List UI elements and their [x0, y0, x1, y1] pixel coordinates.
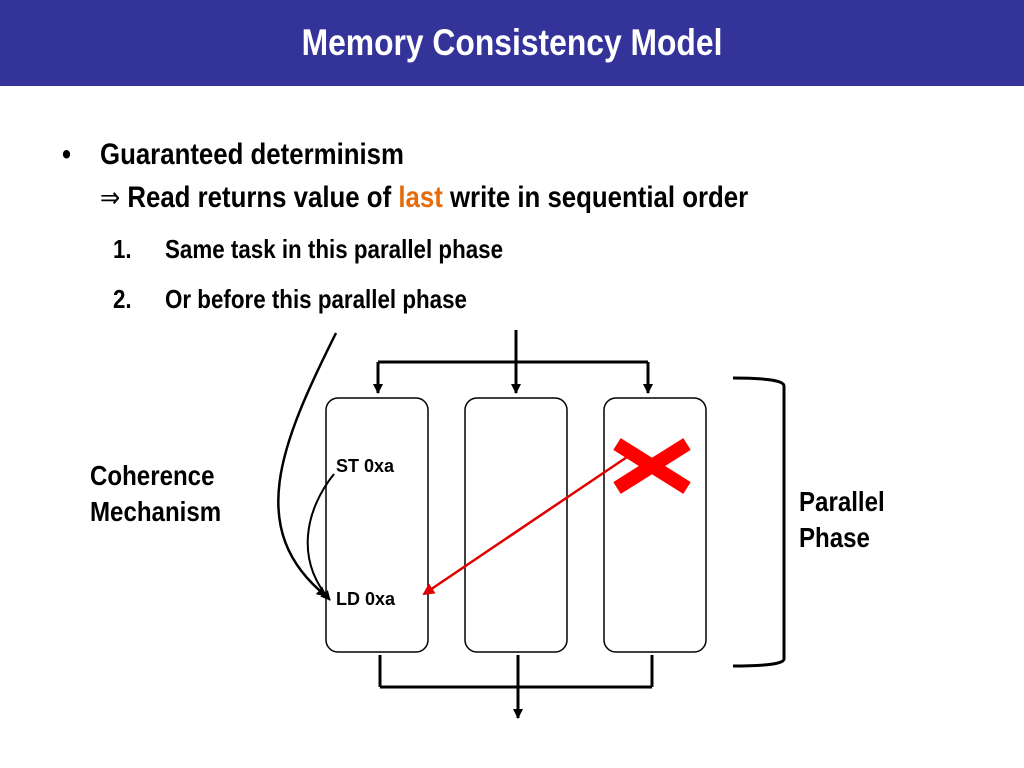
list-item-number: 2. — [113, 284, 132, 314]
list-item-text: Or before this parallel phase — [165, 284, 467, 314]
load-label: LD 0xa — [336, 589, 396, 609]
bullet-heading: Guaranteed determinism — [100, 138, 404, 171]
coherence-arrow-outer — [277, 332, 338, 597]
slide-title: Memory Consistency Model — [301, 22, 723, 63]
cross-icon — [613, 438, 691, 494]
list-item-number: 1. — [113, 234, 132, 264]
title-bar — [0, 0, 1024, 86]
fork-connector — [373, 330, 653, 394]
task-box-1 — [325, 397, 429, 653]
list-item-text: Same task in this parallel phase — [165, 234, 504, 264]
remote-store-arrow — [422, 453, 631, 596]
coherence-label-line: Coherence — [90, 460, 215, 491]
task-box-2 — [464, 397, 568, 653]
implication-text-before: Read returns value of — [120, 181, 399, 214]
coherence-label-line: Mechanism — [90, 496, 222, 527]
parallel-phase-bracket — [732, 376, 786, 668]
implication-text-after: write in sequential order — [442, 181, 749, 214]
coherence-mechanism-label: Coherence Mechanism — [90, 458, 221, 530]
bullet-marker: • — [62, 138, 72, 171]
task-box-3 — [603, 397, 707, 653]
join-connector — [378, 655, 654, 719]
store-label: ST 0xa — [336, 456, 395, 476]
crossed-out-store — [613, 438, 691, 494]
implies-arrow: ⇒ — [100, 181, 121, 214]
bullet-implication: ⇒ Read returns value of last write in se… — [100, 181, 748, 215]
coherence-arrow-inner — [306, 473, 335, 601]
implication-highlight: last — [398, 181, 443, 214]
parallel-phase-label: Parallel Phase — [799, 484, 885, 556]
parallel-label-line: Parallel — [799, 486, 885, 517]
parallel-label-line: Phase — [799, 522, 870, 553]
